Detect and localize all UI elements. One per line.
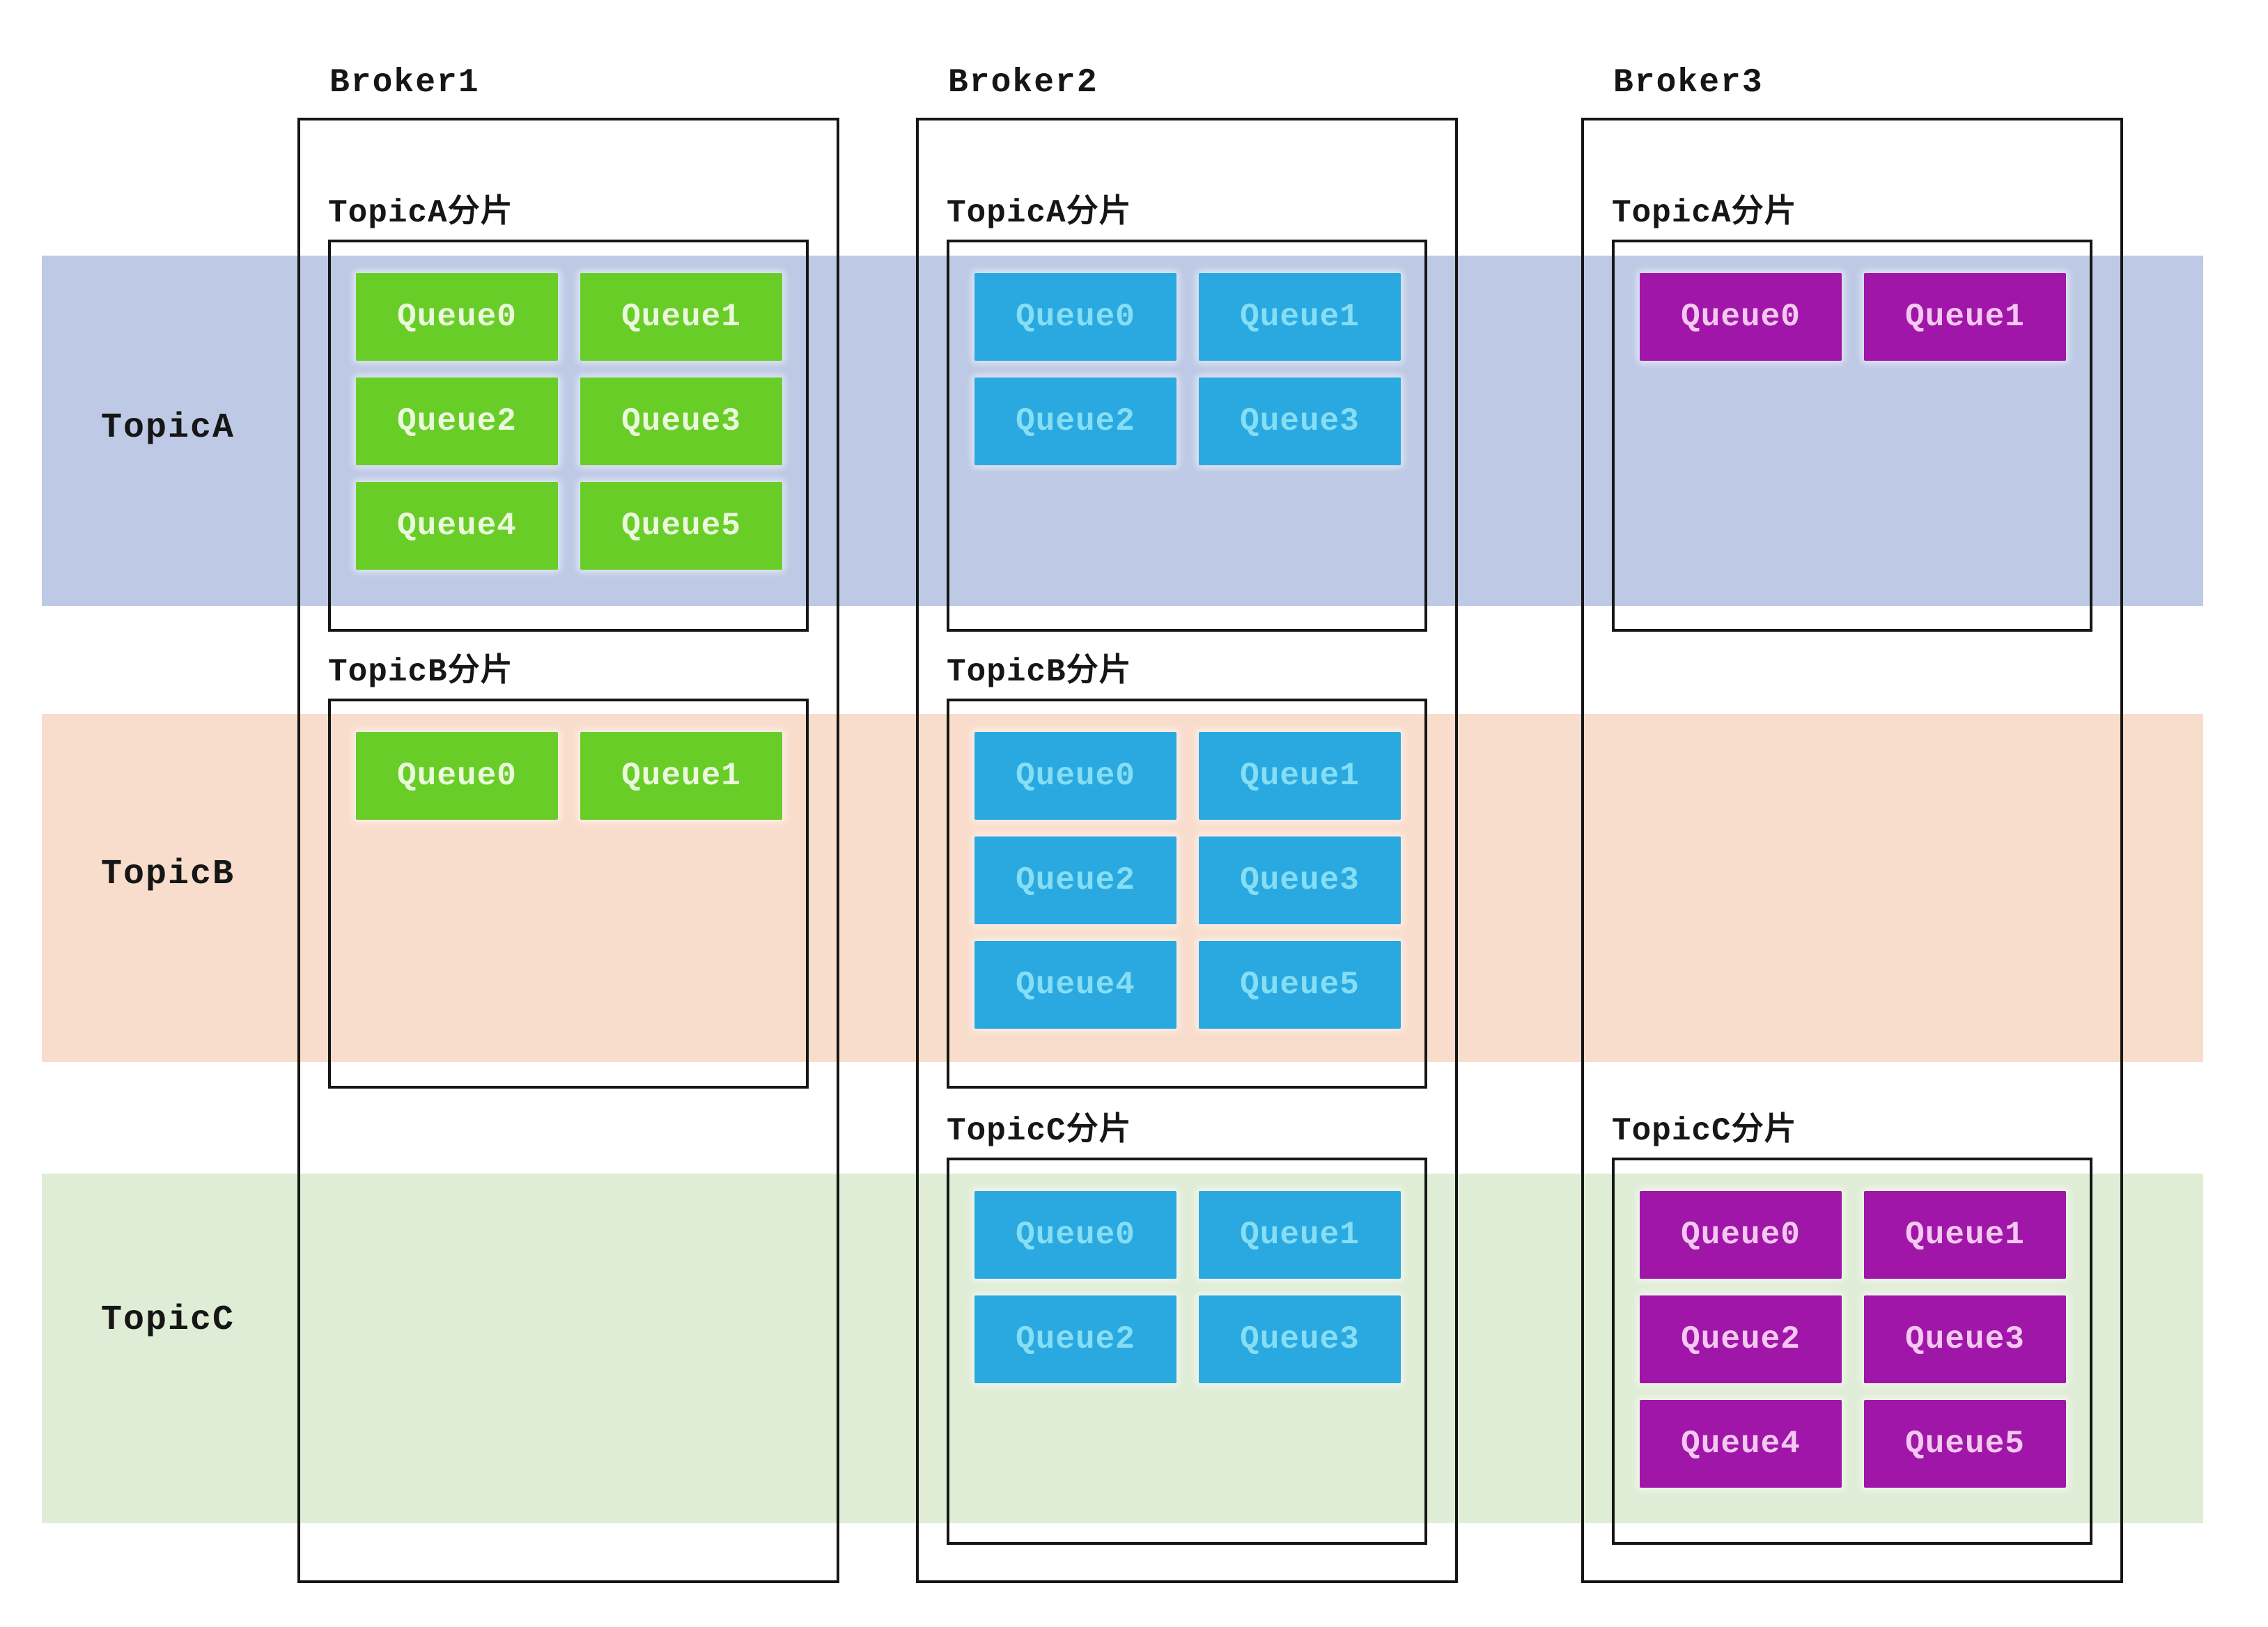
broker1-topicA-shard-label: TopicA分片 (328, 195, 513, 231)
queue-box: Queue4 (356, 482, 558, 570)
queue-box: Queue1 (1864, 1191, 2066, 1279)
broker2-topicB-shard-label: TopicB分片 (947, 654, 1132, 690)
broker1-topicB-shard: TopicB分片 Queue0 Queue1 (328, 653, 809, 1089)
queue-box: Queue0 (974, 1191, 1176, 1279)
queue-box: Queue4 (1640, 1400, 1842, 1488)
queue-box: Queue2 (356, 377, 558, 465)
queue-box: Queue3 (1864, 1295, 2066, 1383)
broker3-topicC-shard-label: TopicC分片 (1612, 1113, 1797, 1149)
queue-box: Queue4 (974, 941, 1176, 1029)
broker1-topicB-shard-box: Queue0 Queue1 (328, 699, 809, 1089)
queue-box: Queue1 (1199, 273, 1401, 361)
broker3-topicA-shard-label: TopicA分片 (1612, 195, 1797, 231)
queue-box: Queue5 (1199, 941, 1401, 1029)
queue-box: Queue5 (1864, 1400, 2066, 1488)
broker-3: Broker3 TopicA分片 Queue0 Queue1 TopicC分片 … (1581, 0, 2123, 1627)
queue-box: Queue0 (974, 732, 1176, 820)
queue-box: Queue2 (974, 836, 1176, 924)
topic-c-label: TopicC (101, 1300, 235, 1340)
broker-1-box (297, 118, 839, 1583)
broker-1-title: Broker1 (329, 64, 480, 102)
queue-box: Queue0 (356, 732, 558, 820)
queue-box: Queue2 (974, 1295, 1176, 1383)
broker-2: Broker2 TopicA分片 Queue0 Queue1 Queue2 Qu… (916, 0, 1458, 1627)
queue-box: Queue3 (1199, 1295, 1401, 1383)
broker3-topicC-shard: TopicC分片 Queue0 Queue1 Queue2 Queue3 Que… (1612, 1112, 2092, 1545)
queue-box: Queue2 (974, 377, 1176, 465)
broker2-topicA-shard: TopicA分片 Queue0 Queue1 Queue2 Queue3 (947, 194, 1427, 632)
queue-box: Queue3 (1199, 377, 1401, 465)
broker2-topicB-shard-box: Queue0 Queue1 Queue2 Queue3 Queue4 Queue… (947, 699, 1427, 1089)
broker-2-box (916, 118, 1458, 1583)
broker1-topicA-shard: TopicA分片 Queue0 Queue1 Queue2 Queue3 Que… (328, 194, 809, 632)
queue-box: Queue1 (1199, 1191, 1401, 1279)
broker3-topicA-shard-box: Queue0 Queue1 (1612, 240, 2092, 632)
queue-box: Queue1 (1864, 273, 2066, 361)
broker2-topicB-shard: TopicB分片 Queue0 Queue1 Queue2 Queue3 Que… (947, 653, 1427, 1089)
queue-box: Queue1 (1199, 732, 1401, 820)
broker-3-box (1581, 118, 2123, 1583)
queue-box: Queue1 (580, 273, 782, 361)
broker3-topicA-shard: TopicA分片 Queue0 Queue1 (1612, 194, 2092, 632)
queue-box: Queue3 (1199, 836, 1401, 924)
queue-box: Queue3 (580, 377, 782, 465)
broker-1: Broker1 TopicA分片 Queue0 Queue1 Queue2 Qu… (297, 0, 839, 1627)
broker-2-title: Broker2 (948, 64, 1098, 102)
queue-box: Queue0 (1640, 273, 1842, 361)
topic-b-label: TopicB (101, 855, 235, 894)
broker2-topicA-shard-label: TopicA分片 (947, 195, 1132, 231)
broker3-topicC-shard-box: Queue0 Queue1 Queue2 Queue3 Queue4 Queue… (1612, 1158, 2092, 1545)
queue-box: Queue2 (1640, 1295, 1842, 1383)
topic-a-label: TopicA (101, 408, 235, 448)
broker1-topicA-shard-box: Queue0 Queue1 Queue2 Queue3 Queue4 Queue… (328, 240, 809, 632)
queue-box: Queue0 (974, 273, 1176, 361)
queue-box: Queue0 (1640, 1191, 1842, 1279)
broker2-topicC-shard: TopicC分片 Queue0 Queue1 Queue2 Queue3 (947, 1112, 1427, 1545)
queue-box: Queue1 (580, 732, 782, 820)
broker2-topicC-shard-box: Queue0 Queue1 Queue2 Queue3 (947, 1158, 1427, 1545)
queue-box: Queue5 (580, 482, 782, 570)
queue-box: Queue0 (356, 273, 558, 361)
broker2-topicC-shard-label: TopicC分片 (947, 1113, 1132, 1149)
broker-3-title: Broker3 (1613, 64, 1764, 102)
broker1-topicB-shard-label: TopicB分片 (328, 654, 513, 690)
broker2-topicA-shard-box: Queue0 Queue1 Queue2 Queue3 (947, 240, 1427, 632)
